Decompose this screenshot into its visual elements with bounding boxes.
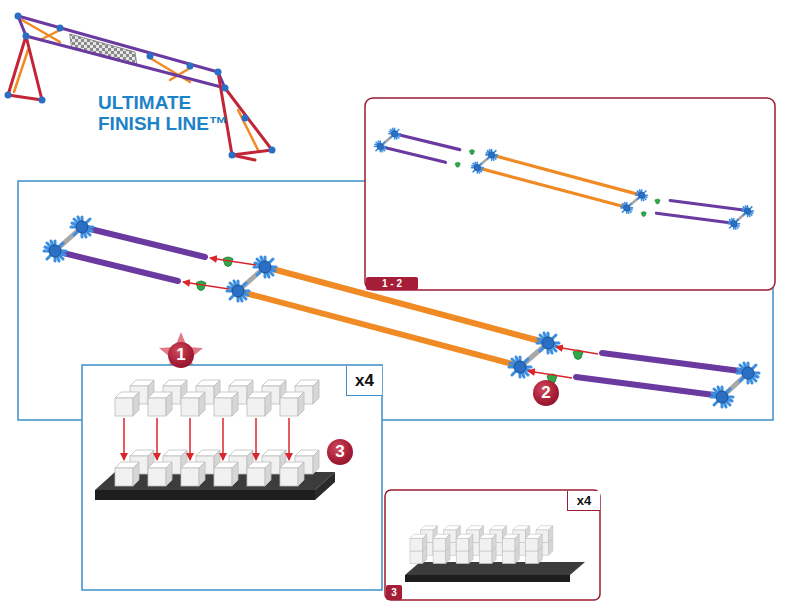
node-text: x4 [355,371,374,391]
node-text: 1 - 2 [382,278,402,289]
result-inset [385,490,600,600]
node-text: 2 [541,383,550,403]
step-range-badge: 1 - 2 [366,277,418,290]
step-panel [82,365,382,590]
step-badge: 3 [386,585,402,600]
node-text: 1 [176,345,185,365]
upper-bricks [115,380,319,416]
result-bricks [410,526,553,564]
node-text: x4 [577,493,591,508]
callout-number: 3 [327,439,353,465]
callout-number: 2 [533,380,559,406]
node-text: 3 [391,587,397,598]
placement-arrows [124,418,289,460]
model-title: ULTIMATE FINISH LINE™ [98,92,248,134]
model-thumbnail [5,13,276,161]
node-text: 3 [335,442,344,462]
summary-inset [365,98,775,290]
result-plate [405,562,585,582]
quantity-box: x4 [346,366,382,396]
quantity-box: x4 [567,491,600,511]
summary-assembly [374,128,753,229]
callout-number: 1 [168,342,194,368]
